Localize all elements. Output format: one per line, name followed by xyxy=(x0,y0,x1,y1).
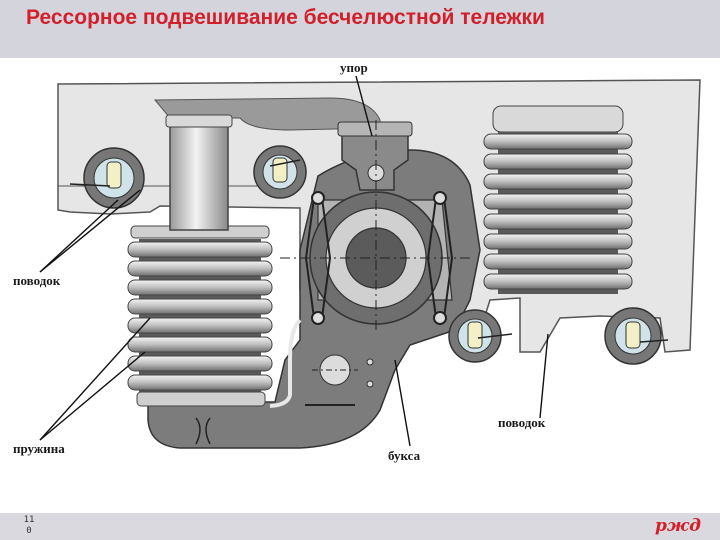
suspension-diagram: упор поводок пружина букса поводок xyxy=(13,60,701,463)
frame-bend xyxy=(153,97,381,131)
stop-block xyxy=(337,121,413,191)
rzd-logo: ржд xyxy=(655,516,701,536)
label-leash-left: поводок xyxy=(13,273,61,288)
leader-lines xyxy=(39,75,549,447)
leash-holder-right-inner xyxy=(448,309,513,363)
footer-bar xyxy=(0,513,720,540)
axlebox-links xyxy=(304,191,454,325)
label-stop: упор xyxy=(340,60,368,75)
leash-holder-left-outer xyxy=(69,147,145,209)
title-bar xyxy=(0,0,720,58)
label-spring: пружина xyxy=(13,441,65,456)
right-spring xyxy=(483,105,633,294)
leash-holder-right-outer xyxy=(604,307,669,365)
leash-holder-left-inner xyxy=(253,145,307,199)
page-number: 110 xyxy=(23,515,35,536)
slide-title: Рессорное подвешивание бесчелюстной теле… xyxy=(26,6,545,29)
axlebox-bearing xyxy=(280,120,470,330)
lower-body-details xyxy=(195,318,374,445)
label-leash-right: поводок xyxy=(498,415,546,430)
left-spring xyxy=(127,114,273,407)
label-axlebox: букса xyxy=(388,448,421,463)
